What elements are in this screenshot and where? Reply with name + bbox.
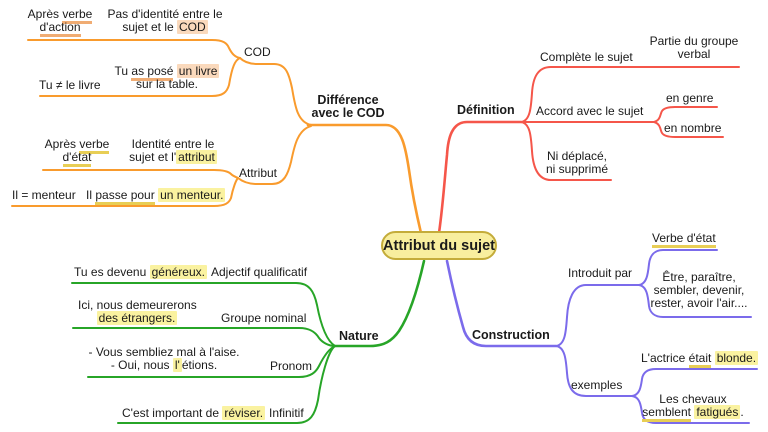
node-identite: Identité entre le sujet et l'attribut (129, 137, 217, 164)
node-ex-genereux: Tu es devenu généreux. (74, 265, 207, 279)
node-ex-chevaux-fatigues: Les chevaux semblent fatigués. (638, 393, 748, 422)
node-ni-deplace: Ni déplacé, ni supprimé (545, 149, 609, 176)
node-ex-actrice-blonde: L'actrice était blonde. (641, 351, 759, 368)
node-ex-reviser: C'est important de réviser. (122, 406, 266, 420)
node-il-passe-pour: Il passe pour un menteur. (86, 188, 226, 205)
node-infinitif: Infinitif (269, 406, 304, 420)
node-en-nombre: en nombre (664, 121, 722, 135)
difference-branch-lines (11, 39, 423, 235)
node-accord-sujet: Accord avec le sujet (536, 104, 644, 118)
nature-branch-lines (71, 259, 426, 424)
node-complete-sujet: Complète le sujet (540, 50, 633, 64)
branch-label-construction: Construction (472, 328, 550, 342)
node-liste-verbes-etat: Être, paraître, sembler, devenir, rester… (650, 270, 748, 310)
node-attribut: Attribut (239, 166, 278, 180)
node-partie-groupe-verbal: Partie du groupe verbal (649, 34, 739, 61)
branch-label-nature: Nature (339, 329, 379, 343)
node-pas-identite: Pas d'identité entre le sujet et le COD (107, 7, 223, 34)
node-apres-verbe-etat: Après verbe d'état (36, 137, 118, 167)
node-adjectif-qualificatif: Adjectif qualificatif (211, 265, 308, 279)
node-ex-etrangers: Ici, nous demeurerons des étrangers. (78, 298, 197, 325)
root-node-attribut-du-sujet: Attribut du sujet (381, 231, 497, 260)
node-verbe-etat: Verbe d'état (652, 231, 716, 248)
definition-branch-lines (437, 66, 740, 235)
node-groupe-nominal: Groupe nominal (221, 311, 307, 325)
branch-label-definition: Définition (457, 103, 515, 117)
node-apres-verbe-action: Après verbe d'action (20, 7, 100, 37)
node-il-menteur: Il = menteur (12, 188, 76, 202)
node-introduit-par: Introduit par (568, 266, 633, 280)
construction-branch-lines (445, 249, 758, 424)
node-en-genre: en genre (666, 91, 714, 105)
node-exemples: exemples (571, 378, 623, 392)
node-cod: COD (244, 45, 271, 59)
node-tu-as-pose: Tu as posé un livre sur la table. (114, 64, 220, 91)
branch-label-difference: Différence avec le COD (311, 93, 385, 120)
node-ex-etions: - Vous sembliez mal à l'aise. - Oui, nou… (88, 345, 240, 372)
node-pronom: Pronom (270, 359, 313, 373)
node-tu-different-livre: Tu ≠ le livre (39, 78, 101, 92)
